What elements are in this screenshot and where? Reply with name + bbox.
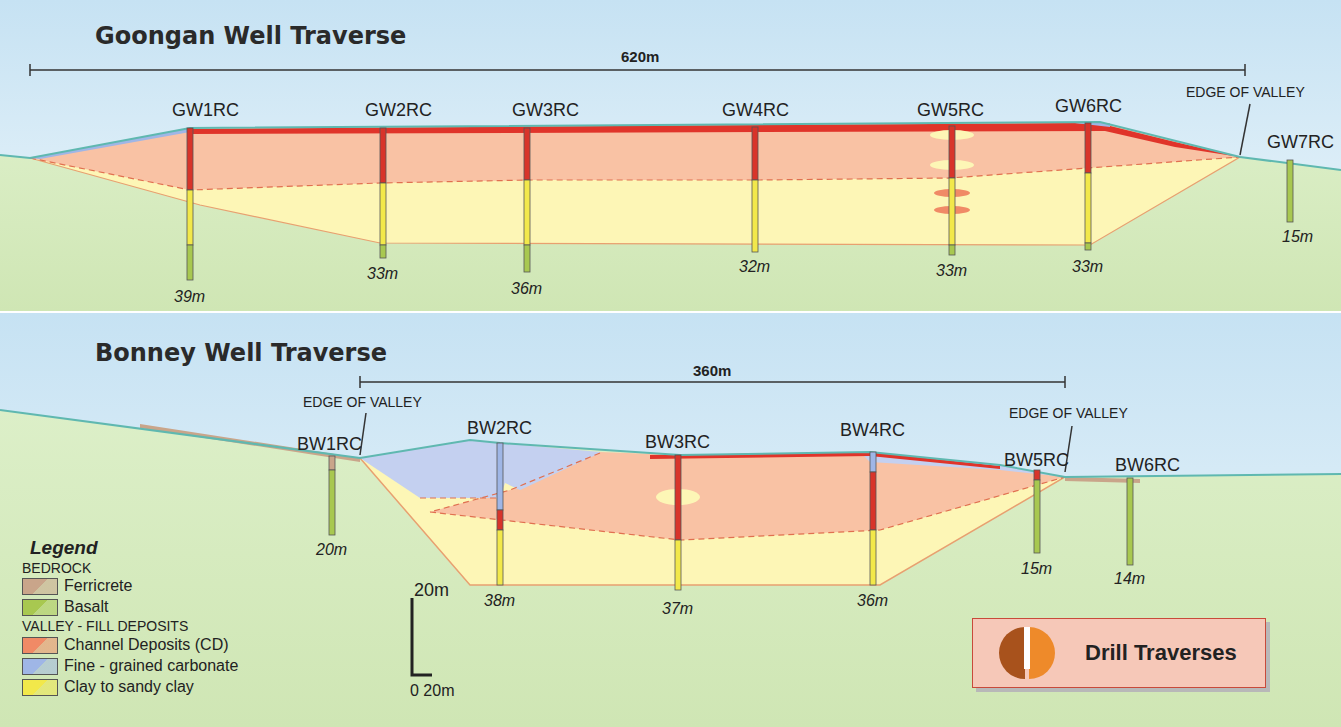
callout-label: GW4RC (722, 100, 789, 121)
dimension-label: 20m (316, 541, 347, 559)
dimension-label: 33m (1072, 258, 1103, 276)
dimension-label: 0 20m (410, 682, 454, 700)
legend-swatch (22, 658, 58, 675)
callout-label: BW1RC (297, 434, 362, 455)
callout-label: BW2RC (467, 418, 532, 439)
drill-icon (997, 623, 1057, 683)
legend-swatch (22, 679, 58, 696)
legend-swatch (22, 637, 58, 654)
dimension-label: 15m (1282, 228, 1313, 246)
callout-label: Legend (30, 537, 98, 559)
dimension-label: 14m (1114, 570, 1145, 588)
callout-label: BW3RC (645, 432, 710, 453)
callout-label: GW2RC (365, 100, 432, 121)
title-box: Drill Traverses (972, 618, 1266, 688)
dimension-label: 360m (693, 362, 731, 379)
legend-text: Basalt (64, 598, 108, 616)
callout-label: EDGE OF VALLEY (303, 394, 422, 410)
legend-text: Fine - grained carbonate (64, 657, 238, 675)
dimension-label: 20m (414, 580, 449, 601)
callout-label: BW5RC (1004, 450, 1069, 471)
dimension-label: 38m (484, 592, 515, 610)
callout-label: GW1RC (172, 100, 239, 121)
legend-swatch (22, 578, 58, 595)
dimension-label: 620m (621, 48, 659, 65)
callout-label: GW7RC (1267, 132, 1334, 153)
callout-label: GW3RC (512, 100, 579, 121)
box-title: Drill Traverses (1085, 640, 1237, 666)
callout-label: EDGE OF VALLEY (1009, 405, 1128, 421)
legend-swatch (22, 599, 58, 616)
dimension-label: 37m (662, 600, 693, 618)
legend-text: Clay to sandy clay (64, 678, 194, 696)
dimension-label: 33m (367, 265, 398, 283)
legend-text: Channel Deposits (CD) (64, 636, 229, 654)
callout-label: GW5RC (917, 100, 984, 121)
dimension-label: 36m (511, 280, 542, 298)
dimension-label: 32m (739, 258, 770, 276)
callout-label: GW6RC (1055, 96, 1122, 117)
dimension-label: 39m (174, 288, 205, 306)
dimension-label: 33m (936, 262, 967, 280)
callout-label: BEDROCK (22, 560, 91, 576)
panel-heading: Bonney Well Traverse (95, 339, 387, 367)
legend-text: Ferricrete (64, 577, 132, 595)
dimension-label: 36m (857, 592, 888, 610)
callout-label: BW6RC (1115, 455, 1180, 476)
traverse-panel: Goongan Well Traverse (0, 0, 1341, 311)
callout-label: BW4RC (840, 420, 905, 441)
callout-label: VALLEY - FILL DEPOSITS (22, 618, 188, 634)
panel-heading: Goongan Well Traverse (95, 22, 406, 50)
dimension-label: 15m (1021, 560, 1052, 578)
callout-label: EDGE OF VALLEY (1186, 84, 1305, 100)
